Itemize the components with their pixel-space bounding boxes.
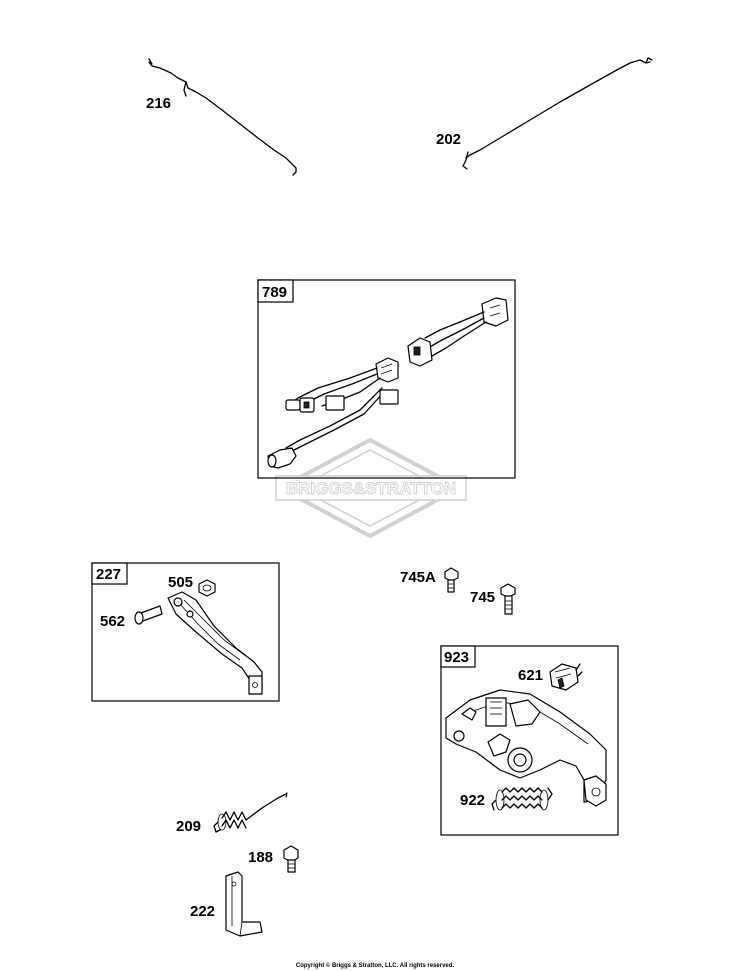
label-562: 562 xyxy=(100,613,125,630)
label-209: 209 xyxy=(176,818,201,835)
box-227-label-frame xyxy=(91,562,128,585)
box-789-label-frame xyxy=(257,279,294,303)
part-923-control-bracket[interactable] xyxy=(445,689,607,807)
label-923: 923 xyxy=(444,649,469,666)
box-923-label-frame xyxy=(440,645,476,668)
label-621: 621 xyxy=(518,667,543,684)
box-789 xyxy=(257,279,516,479)
watermark-text: BRIGGS&STRATTON xyxy=(286,479,456,498)
part-209-spring[interactable] xyxy=(213,792,288,833)
part-562-pin[interactable] xyxy=(134,605,163,625)
part-745-bolt[interactable] xyxy=(500,583,516,615)
part-745a-screw[interactable] xyxy=(444,567,459,593)
part-222-bracket[interactable] xyxy=(225,871,263,937)
part-922-spring[interactable] xyxy=(491,787,553,811)
part-789-harness[interactable] xyxy=(267,297,509,469)
box-923 xyxy=(440,645,619,836)
label-222: 222 xyxy=(190,903,215,920)
copyright-notice: Copyright © Briggs & Stratton, LLC. All … xyxy=(295,963,455,969)
label-922: 922 xyxy=(460,792,485,809)
part-216-link[interactable] xyxy=(148,58,297,176)
part-505-nut[interactable] xyxy=(198,579,216,597)
part-202-rod[interactable] xyxy=(462,57,653,170)
label-216: 216 xyxy=(146,95,171,112)
box-227 xyxy=(91,562,280,702)
label-227: 227 xyxy=(96,566,121,583)
label-745: 745 xyxy=(470,589,495,606)
label-505: 505 xyxy=(168,574,193,591)
part-227-bracket[interactable] xyxy=(167,591,263,695)
watermark-logo: BRIGGS&STRATTON xyxy=(275,437,467,539)
part-621-switch[interactable] xyxy=(549,663,583,691)
label-789: 789 xyxy=(262,284,287,301)
part-188-bolt[interactable] xyxy=(283,845,299,873)
label-188: 188 xyxy=(248,849,273,866)
label-202: 202 xyxy=(436,131,461,148)
label-745a: 745A xyxy=(400,569,436,586)
